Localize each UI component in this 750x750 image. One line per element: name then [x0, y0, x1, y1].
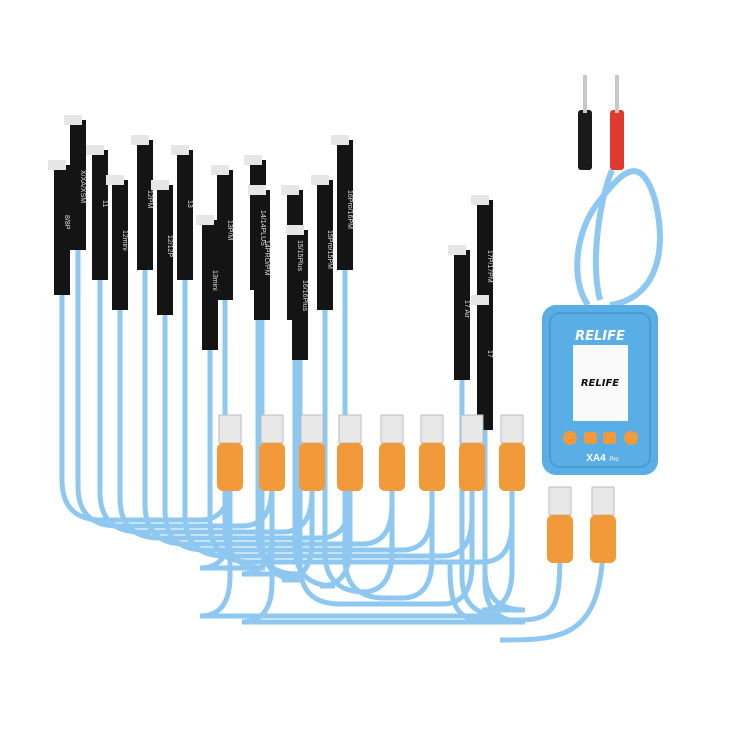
device-model-suffix: Pro — [609, 457, 619, 463]
usb-plug-metal — [548, 486, 572, 516]
flex-contact-pad — [448, 245, 466, 255]
cable-label: 17 — [486, 350, 493, 358]
usb-plug-metal — [338, 414, 362, 444]
flex-contact-pad — [471, 195, 489, 205]
usb-plug-body — [379, 443, 405, 491]
flex-contact-pad — [311, 175, 329, 185]
usb-plug-body — [499, 443, 525, 491]
button-3[interactable] — [603, 432, 616, 444]
flex-connector — [137, 140, 153, 270]
flex-contact-pad — [248, 185, 266, 195]
cable — [447, 539, 563, 623]
flex-connector — [157, 185, 173, 315]
cable-label: 14PRO/PM — [263, 240, 270, 276]
flex-contact-pad — [106, 175, 124, 185]
xa4-pro-device: RELIFE RELIFE XA4 Pro — [542, 305, 658, 475]
flex-contact-pad — [286, 225, 304, 235]
flex-contact-pad — [171, 145, 189, 155]
cable-label: X/XA/XSM — [79, 170, 86, 203]
cable — [292, 320, 353, 589]
cable-label: 12PM — [146, 190, 153, 208]
cable-label: 15Pro/15PM — [326, 230, 333, 269]
flex-contact-pad — [471, 295, 489, 305]
cable-label: 13P/M — [226, 220, 233, 240]
usb-plug-body — [299, 443, 325, 491]
usb-plug-body — [547, 515, 573, 563]
flex-connector — [70, 120, 86, 250]
flex-contact-pad — [331, 135, 349, 145]
usb-plug-body — [459, 443, 485, 491]
cable — [297, 360, 475, 607]
usb-plug-body — [337, 443, 363, 491]
usb-plug-body — [590, 515, 616, 563]
flex-contact-pad — [151, 180, 169, 190]
flex-connector — [92, 150, 108, 280]
usb-plug-metal — [500, 414, 524, 444]
cable-label: 13mini — [211, 270, 218, 291]
flex-connector — [454, 250, 470, 380]
usb-plugs — [217, 414, 616, 563]
usb-plug-metal — [380, 414, 404, 444]
flex-contact-pad — [211, 165, 229, 175]
flex-connector — [477, 300, 493, 430]
usb-plug-metal — [260, 414, 284, 444]
red-probe-icon — [610, 110, 624, 170]
flex-contact-pad — [196, 215, 214, 225]
flex-connectors — [48, 115, 493, 430]
cable-label: 12mini — [121, 230, 128, 251]
cable-label: 12/12P — [166, 235, 173, 258]
device-model: XA4 — [586, 453, 606, 464]
flex-connector — [317, 180, 333, 310]
cable — [342, 270, 435, 601]
flex-connector — [254, 190, 270, 320]
cable-labels: 8/8P X/XA/XSM 11 12mini 12PM 12/12P 13 13mini 13… — [63, 170, 493, 358]
probe-leads — [574, 75, 663, 308]
flex-contact-pad — [48, 160, 66, 170]
flex-connector — [292, 230, 308, 360]
cable-label: 8/8P — [63, 215, 70, 230]
usb-plug-metal — [218, 414, 242, 444]
usb-plug-body — [217, 443, 243, 491]
flex-contact-pad — [64, 115, 82, 125]
flex-connector — [217, 170, 233, 300]
device-screen — [573, 345, 628, 421]
cable — [499, 539, 606, 643]
button-2[interactable] — [584, 432, 597, 444]
cable-label: 14/14PLUS — [259, 210, 266, 246]
screen-logo: RELIFE — [581, 378, 619, 389]
cable-label: 16/16Plus — [301, 280, 308, 312]
flex-contact-pad — [244, 155, 262, 165]
flex-connector — [112, 180, 128, 310]
flex-connector — [202, 220, 218, 350]
cable-label: 11 — [101, 200, 108, 207]
flex-contact-pad — [281, 185, 299, 195]
usb-plug-metal — [300, 414, 324, 444]
flex-contact-pad — [131, 135, 149, 145]
flex-connector — [54, 165, 70, 295]
usb-plug-metal — [420, 414, 444, 444]
power-button-right[interactable] — [624, 431, 638, 445]
cable-label: 17P/17PM — [486, 250, 493, 283]
device-brand: RELIFE — [575, 329, 625, 344]
flex-connector — [177, 150, 193, 280]
flex-contact-pad — [86, 145, 104, 155]
usb-plug-metal — [460, 414, 484, 444]
power-button-left[interactable] — [563, 431, 577, 445]
cable-label: 16Pro/16PM — [346, 190, 353, 229]
cables — [59, 250, 606, 643]
cable-label: 15/15Plus — [296, 240, 303, 272]
usb-plug-body — [419, 443, 445, 491]
cable-label: 13 — [186, 200, 193, 208]
flex-connector — [337, 140, 353, 270]
usb-plug-body — [259, 443, 285, 491]
usb-plug-metal — [591, 486, 615, 516]
cable-label: 17 Air — [463, 300, 470, 319]
black-probe-icon — [578, 110, 592, 170]
